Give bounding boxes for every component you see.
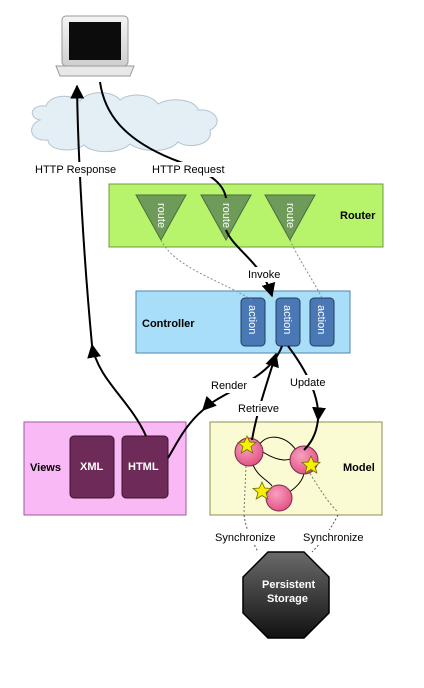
star-icon <box>300 454 322 474</box>
route-label: route <box>284 203 296 228</box>
update-label: Update <box>290 377 325 389</box>
storage-label-line1: Persistent <box>262 579 316 591</box>
star-icon <box>236 434 258 454</box>
http-request-label: HTTP Request <box>152 164 225 176</box>
route-triangle: route <box>264 194 316 242</box>
action-block: action <box>309 297 335 347</box>
action-label: action <box>281 305 293 334</box>
view-html: HTML <box>121 435 169 499</box>
action-label: action <box>315 305 327 334</box>
invoke-label: Invoke <box>248 269 280 281</box>
synchronize-right-label: Synchronize <box>303 532 364 544</box>
star-icon <box>251 480 273 500</box>
action-block: action <box>275 297 301 347</box>
router-label: Router <box>340 210 376 222</box>
router-controller-links <box>160 239 323 301</box>
view-xml: XML <box>69 435 115 499</box>
cloud-icon <box>31 92 218 153</box>
render-label: Render <box>211 380 247 392</box>
storage-label-line2: Storage <box>267 593 308 605</box>
route-triangle: route <box>135 194 187 242</box>
view-html-label: HTML <box>128 461 159 473</box>
persistent-storage <box>242 551 330 639</box>
action-label: action <box>246 305 258 334</box>
route-label: route <box>155 203 167 228</box>
retrieve-label: Retrieve <box>238 403 279 415</box>
controller-label: Controller <box>142 318 195 330</box>
view-xml-label: XML <box>80 461 104 473</box>
laptop-icon <box>55 15 135 77</box>
views-label: Views <box>30 462 61 474</box>
action-block: action <box>240 297 266 347</box>
model-label: Model <box>343 462 375 474</box>
route-triangle: route <box>200 194 252 242</box>
synchronize-left-label: Synchronize <box>215 532 276 544</box>
route-label: route <box>220 203 232 228</box>
http-response-label: HTTP Response <box>35 164 116 176</box>
